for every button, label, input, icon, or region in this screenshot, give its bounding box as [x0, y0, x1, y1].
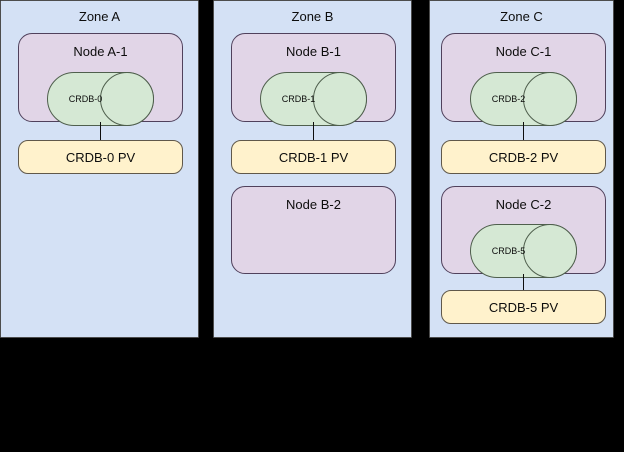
connector-crdb-2-to-pv	[523, 122, 524, 140]
pv-box-crdb-5: CRDB-5 PV	[441, 290, 606, 324]
pv-box-crdb-0: CRDB-0 PV	[18, 140, 183, 174]
pv-box-crdb-2: CRDB-2 PV	[441, 140, 606, 174]
zone-a-label: Zone A	[78, 9, 121, 24]
node-a-1-label: Node A-1	[73, 44, 128, 59]
database-cylinder-crdb-1: CRDB-1	[260, 72, 367, 126]
connector-crdb-1-to-pv	[313, 122, 314, 140]
node-c-2-label: Node C-2	[495, 197, 552, 212]
connector-crdb-5-to-pv	[523, 274, 524, 290]
node-box-b-2: Node B-2	[231, 186, 396, 274]
node-c-1-label: Node C-1	[495, 44, 552, 59]
node-b-1-label: Node B-1	[286, 44, 341, 59]
crdb-1-pv-label: CRDB-1 PV	[278, 149, 349, 165]
connector-crdb-0-to-pv	[100, 122, 101, 140]
zone-c-label: Zone C	[500, 9, 543, 24]
crdb-2-pv-label: CRDB-2 PV	[488, 149, 559, 165]
database-cylinder-crdb-2: CRDB-2	[470, 72, 577, 126]
zone-b-label: Zone B	[291, 9, 334, 24]
pv-box-crdb-1: CRDB-1 PV	[231, 140, 396, 174]
crdb-5-pv-label: CRDB-5 PV	[488, 299, 559, 315]
node-b-2-label: Node B-2	[286, 197, 341, 212]
database-cylinder-crdb-5: CRDB-5	[470, 224, 577, 278]
database-cylinder-crdb-0: CRDB-0	[47, 72, 154, 126]
crdb-0-pv-label: CRDB-0 PV	[65, 149, 136, 165]
